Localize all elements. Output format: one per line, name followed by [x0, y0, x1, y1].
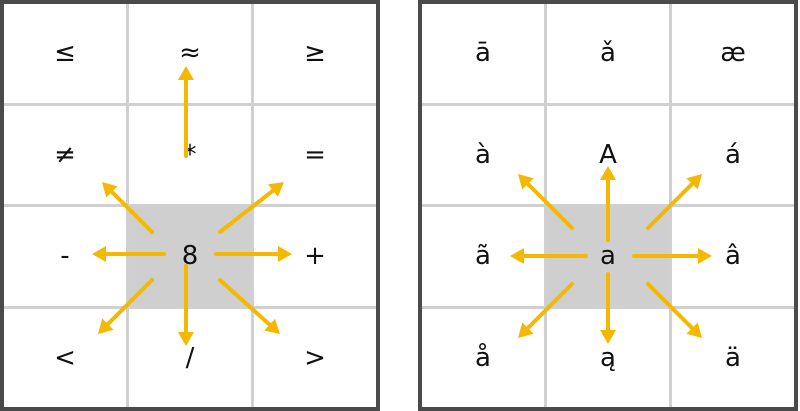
key-label: *	[183, 139, 197, 170]
key-approx[interactable]: ≈	[129, 4, 251, 103]
key-label: â	[725, 241, 741, 272]
key-a-acute[interactable]: á	[672, 105, 794, 204]
key-greater-equal[interactable]: ≥	[254, 4, 376, 103]
key-a-macron[interactable]: ā	[422, 4, 544, 103]
key-label: å	[475, 342, 491, 373]
key-label: +	[304, 241, 326, 272]
key-asterisk[interactable]: *	[129, 105, 251, 204]
key-plus[interactable]: +	[254, 207, 376, 306]
key-label: ≥	[304, 38, 326, 69]
key-label: ≈	[179, 38, 201, 69]
key-label: ą	[600, 342, 616, 373]
key-label: a	[600, 241, 616, 272]
key-a-ogonek[interactable]: ą	[547, 308, 669, 407]
key-a-circumflex[interactable]: â	[672, 207, 794, 306]
key-eight-center[interactable]: 8	[129, 207, 251, 306]
key-ae[interactable]: æ	[672, 4, 794, 103]
symbol-key-grid: ≤ ≈ ≥ ≠ * = - 8 + < / >	[4, 4, 376, 407]
key-slash[interactable]: /	[129, 308, 251, 407]
key-label: ǎ	[600, 38, 616, 69]
key-label: à	[475, 139, 491, 170]
key-equals[interactable]: =	[254, 105, 376, 204]
key-label: ä	[725, 342, 741, 373]
key-label: á	[725, 139, 741, 170]
key-a-tilde[interactable]: ã	[422, 207, 544, 306]
key-label: ≠	[54, 139, 76, 170]
key-label: æ	[720, 38, 746, 69]
key-label: ā	[475, 38, 491, 69]
accent-key-grid: ā ǎ æ à A á ã a â å ą ä	[422, 4, 794, 407]
key-label: =	[304, 139, 326, 170]
key-label: A	[599, 139, 617, 170]
key-a-umlaut[interactable]: ä	[672, 308, 794, 407]
key-label: -	[60, 241, 70, 272]
key-not-equal[interactable]: ≠	[4, 105, 126, 204]
key-label: ã	[475, 241, 491, 272]
accent-key-panel: ā ǎ æ à A á ã a â å ą ä	[418, 0, 798, 411]
key-a-center[interactable]: a	[547, 207, 669, 306]
symbol-key-panel: ≤ ≈ ≥ ≠ * = - 8 + < / >	[0, 0, 380, 411]
key-a-ring[interactable]: å	[422, 308, 544, 407]
key-a-grave[interactable]: à	[422, 105, 544, 204]
key-a-caron[interactable]: ǎ	[547, 4, 669, 103]
key-label: /	[185, 342, 195, 373]
key-label: ≤	[54, 38, 76, 69]
key-less-than[interactable]: <	[4, 308, 126, 407]
key-label: 8	[181, 241, 199, 272]
key-minus[interactable]: -	[4, 207, 126, 306]
key-label: <	[54, 342, 76, 373]
key-less-equal[interactable]: ≤	[4, 4, 126, 103]
key-label: >	[304, 342, 326, 373]
key-a-upper[interactable]: A	[547, 105, 669, 204]
key-greater-than[interactable]: >	[254, 308, 376, 407]
